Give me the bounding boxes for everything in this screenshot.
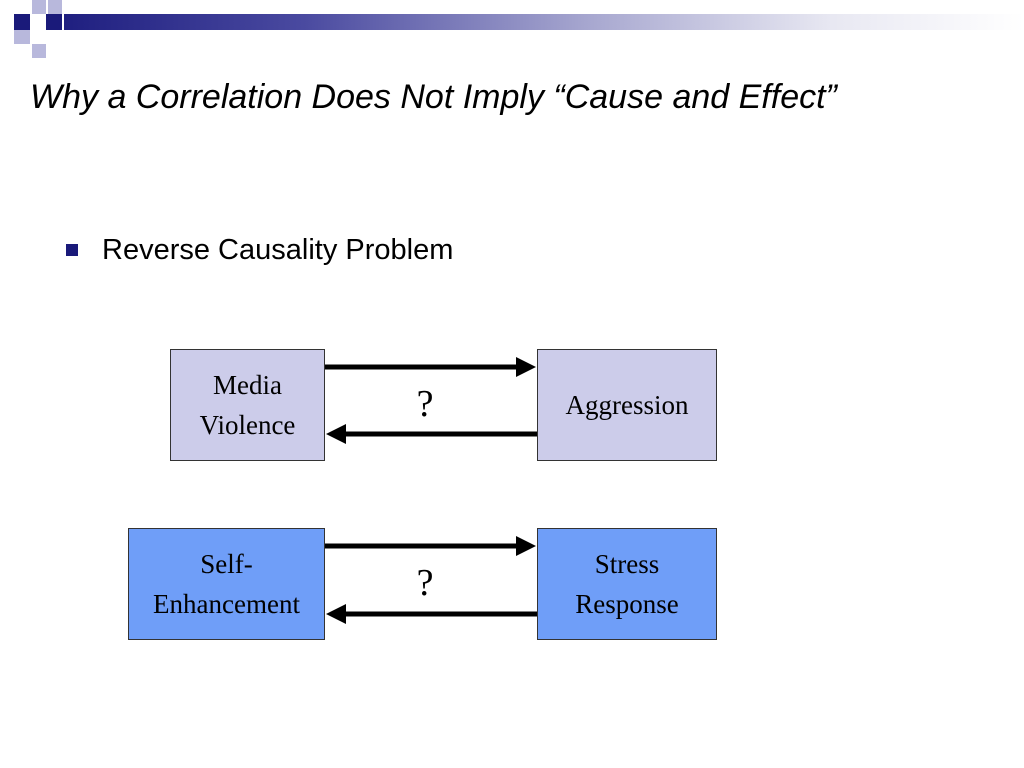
bullet-text: Reverse Causality Problem	[102, 233, 454, 266]
slide-title: Why a Correlation Does Not Imply “Cause …	[30, 78, 837, 116]
media-violence-box: Media Violence	[170, 349, 325, 461]
self-enhancement-box: Self- Enhancement	[128, 528, 325, 640]
backward-arrow	[326, 424, 538, 444]
bullet-icon	[66, 244, 78, 256]
logo-square-light	[32, 44, 46, 58]
question-mark: ?	[416, 562, 434, 604]
logo-square-light	[48, 0, 62, 14]
header-gradient-bar	[64, 14, 1024, 30]
forward-arrow	[324, 357, 536, 377]
backward-arrow	[326, 604, 538, 624]
aggression-box: Aggression	[537, 349, 717, 461]
logo-square-navy	[46, 14, 62, 30]
forward-arrow	[324, 536, 536, 556]
stress-response-box: Stress Response	[537, 528, 717, 640]
bullet-item: Reverse Causality Problem	[66, 232, 453, 268]
logo-square-light	[32, 0, 46, 14]
question-mark: ?	[416, 383, 434, 425]
logo-square-navy	[14, 14, 30, 30]
logo-square-light	[14, 30, 30, 44]
